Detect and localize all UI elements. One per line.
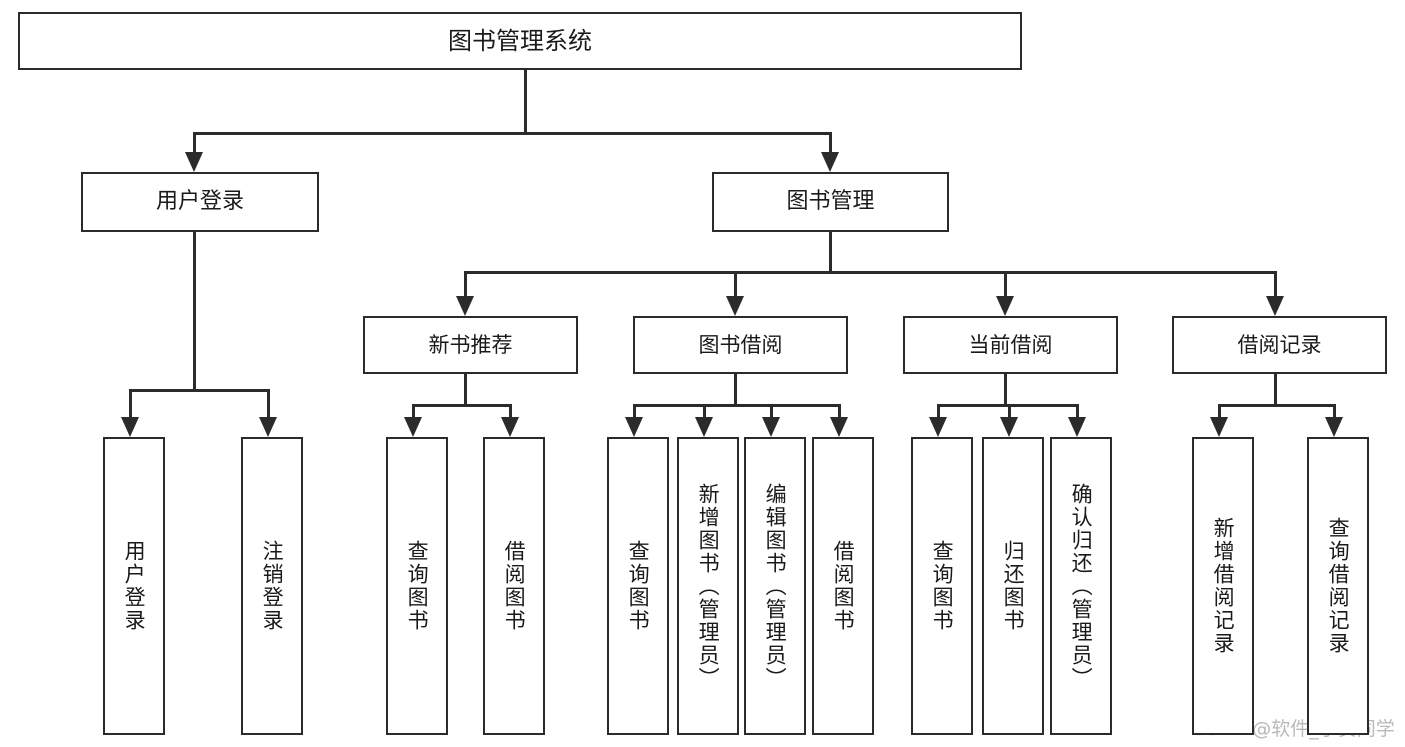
node-leaf-return-book[interactable]: 归还图书: [982, 437, 1044, 735]
node-label: 查询图书: [405, 540, 430, 632]
node-book-borrow[interactable]: 图书借阅: [633, 316, 848, 374]
arrowhead-icon: [821, 152, 839, 172]
connector-trunk: [828, 232, 832, 272]
node-leaf-user-logout[interactable]: 注销登录: [241, 437, 303, 735]
arrowhead-icon: [501, 417, 519, 437]
node-label: 新增借阅记录: [1211, 517, 1236, 655]
node-book-manage[interactable]: 图书管理: [712, 172, 949, 232]
connector-bus: [192, 131, 832, 135]
connector-branch: [1273, 272, 1277, 296]
node-label: 用户登录: [122, 540, 147, 632]
node-label: 归还图书: [1001, 540, 1026, 632]
node-label: 注销登录: [260, 540, 285, 632]
node-leaf-query-record[interactable]: 查询借阅记录: [1307, 437, 1369, 735]
node-leaf-query-book-borrow[interactable]: 查询图书: [607, 437, 669, 735]
connector-bus: [128, 388, 270, 392]
connector-branch: [828, 133, 832, 152]
node-leaf-borrow-book-rec[interactable]: 借阅图书: [483, 437, 545, 735]
node-label: 图书管理系统: [448, 27, 592, 55]
node-leaf-borrow-book[interactable]: 借阅图书: [812, 437, 874, 735]
node-label: 查询借阅记录: [1326, 517, 1351, 655]
arrowhead-icon: [762, 417, 780, 437]
node-label: 新增图书（管理员）: [696, 482, 721, 690]
arrowhead-icon: [259, 417, 277, 437]
node-leaf-query-book-rec[interactable]: 查询图书: [386, 437, 448, 735]
node-label: 图书借阅: [698, 332, 783, 357]
node-leaf-user-login[interactable]: 用户登录: [103, 437, 165, 735]
arrowhead-icon: [1000, 417, 1018, 437]
connector-branch: [508, 405, 512, 417]
node-label: 借阅图书: [502, 540, 527, 632]
node-label: 用户登录: [155, 189, 244, 215]
arrowhead-icon: [726, 296, 744, 316]
connector-branch: [702, 405, 706, 417]
connector-branch: [1003, 272, 1007, 296]
node-borrow-record[interactable]: 借阅记录: [1172, 316, 1387, 374]
arrowhead-icon: [1210, 417, 1228, 437]
arrowhead-icon: [121, 417, 139, 437]
arrowhead-icon: [1325, 417, 1343, 437]
node-label: 查询图书: [626, 540, 651, 632]
node-label: 借阅记录: [1237, 332, 1322, 357]
node-leaf-add-book[interactable]: 新增图书（管理员）: [677, 437, 739, 735]
arrowhead-icon: [185, 152, 203, 172]
connector-bus: [1217, 403, 1336, 407]
node-current-borrow[interactable]: 当前借阅: [903, 316, 1118, 374]
connector-branch: [1332, 405, 1336, 417]
connector-trunk: [463, 374, 467, 405]
connector-branch: [936, 405, 940, 417]
node-new-book-rec[interactable]: 新书推荐: [363, 316, 578, 374]
connector-branch: [733, 272, 737, 296]
node-label: 编辑图书（管理员）: [763, 482, 788, 690]
node-root[interactable]: 图书管理系统: [18, 12, 1022, 70]
arrowhead-icon: [830, 417, 848, 437]
node-leaf-query-book-cur[interactable]: 查询图书: [911, 437, 973, 735]
arrowhead-icon: [456, 296, 474, 316]
connector-trunk: [523, 70, 527, 133]
node-user-login[interactable]: 用户登录: [81, 172, 319, 232]
connector-branch: [192, 133, 196, 152]
arrowhead-icon: [625, 417, 643, 437]
connector-branch: [1217, 405, 1221, 417]
connector-branch: [463, 272, 467, 296]
connector-branch: [632, 405, 636, 417]
connector-bus: [463, 270, 1277, 274]
arrowhead-icon: [1068, 417, 1086, 437]
connector-branch: [411, 405, 415, 417]
connector-bus: [632, 403, 841, 407]
arrowhead-icon: [695, 417, 713, 437]
node-label: 当前借阅: [968, 332, 1053, 357]
connector-branch: [1075, 405, 1079, 417]
node-label: 确认归还（管理员）: [1069, 482, 1094, 690]
node-leaf-edit-book[interactable]: 编辑图书（管理员）: [744, 437, 806, 735]
connector-branch: [1007, 405, 1011, 417]
connector-trunk: [1003, 374, 1007, 405]
arrowhead-icon: [996, 296, 1014, 316]
connector-branch: [769, 405, 773, 417]
node-label: 图书管理: [786, 189, 875, 215]
node-label: 新书推荐: [428, 332, 513, 357]
connector-bus: [411, 403, 512, 407]
arrowhead-icon: [1266, 296, 1284, 316]
node-label: 借阅图书: [831, 540, 856, 632]
connector-trunk: [1273, 374, 1277, 405]
connector-trunk: [192, 232, 196, 390]
connector-branch: [266, 390, 270, 417]
connector-branch: [837, 405, 841, 417]
node-label: 查询图书: [930, 540, 955, 632]
arrowhead-icon: [404, 417, 422, 437]
connector-branch: [128, 390, 132, 417]
arrowhead-icon: [929, 417, 947, 437]
connector-trunk: [733, 374, 737, 405]
node-leaf-add-record[interactable]: 新增借阅记录: [1192, 437, 1254, 735]
node-leaf-confirm-return[interactable]: 确认归还（管理员）: [1050, 437, 1112, 735]
